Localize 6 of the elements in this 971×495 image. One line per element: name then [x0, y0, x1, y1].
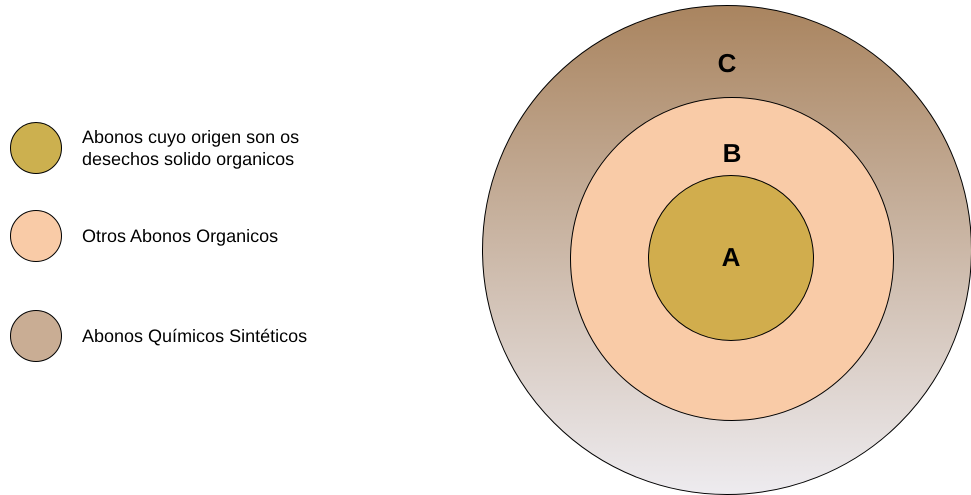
region-letter: A	[722, 242, 740, 272]
region-letter: B	[722, 138, 742, 168]
region-letter: C	[718, 48, 736, 78]
legend-text: Abonos Químicos Sintéticos	[82, 325, 308, 347]
legend-text: Otros Abonos Organicos	[82, 225, 280, 247]
legend-text: Abonos cuyo origen son os desechos solido organicos	[82, 126, 300, 170]
